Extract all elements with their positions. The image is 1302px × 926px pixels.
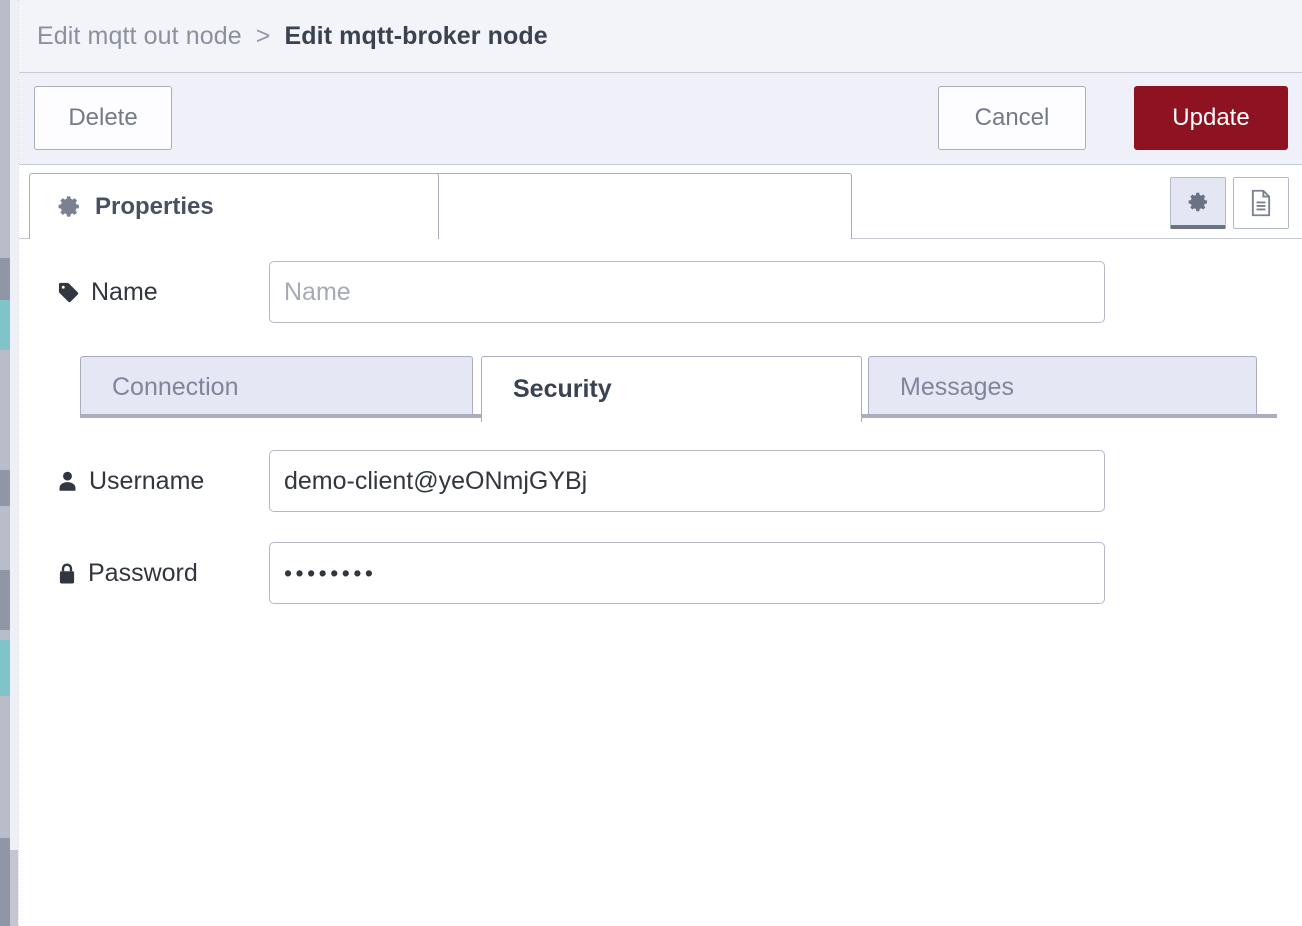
password-label: Password: [57, 559, 269, 588]
name-label: Name: [57, 278, 269, 307]
password-label-text: Password: [88, 558, 198, 587]
delete-button[interactable]: Delete: [34, 86, 172, 150]
palette-node-chip: [0, 570, 10, 630]
palette-node-chip: [0, 838, 10, 926]
tag-icon: [57, 281, 80, 304]
name-label-text: Name: [91, 277, 158, 306]
dialog-toolbar: Delete Cancel Update: [19, 73, 1302, 165]
lock-icon: [57, 562, 77, 585]
form-row-username: Username demo-client@yeONmjGYBj: [57, 450, 1302, 512]
update-button[interactable]: Update: [1134, 86, 1288, 150]
username-label-text: Username: [89, 466, 205, 495]
dialog-header: Edit mqtt out node > Edit mqtt-broker no…: [19, 0, 1302, 73]
palette-edge: [0, 0, 10, 926]
edit-node-dialog: Edit mqtt out node > Edit mqtt-broker no…: [18, 0, 1302, 926]
dialog-body: Name Name Connection Security Messages: [19, 239, 1302, 926]
name-input-placeholder: Name: [284, 277, 351, 306]
palette-gap: [10, 0, 18, 926]
palette-node-chip: [0, 258, 10, 310]
subtab-security[interactable]: Security: [481, 356, 862, 422]
dialog-icon-buttons: [1170, 177, 1289, 229]
gear-icon: [1186, 190, 1210, 214]
tab-filler: [429, 173, 852, 239]
breadcrumb-parent[interactable]: Edit mqtt out node: [37, 21, 242, 50]
user-icon: [57, 470, 78, 493]
tab-properties-label: Properties: [95, 192, 214, 220]
description-icon: [1249, 189, 1273, 217]
form-row-password: Password ••••••••: [57, 542, 1302, 604]
breadcrumb-current: Edit mqtt-broker node: [284, 21, 548, 50]
breadcrumb: Edit mqtt out node > Edit mqtt-broker no…: [37, 22, 548, 51]
name-input[interactable]: Name: [269, 261, 1105, 323]
description-view-button[interactable]: [1233, 177, 1289, 229]
password-input[interactable]: ••••••••: [269, 542, 1105, 604]
properties-view-button[interactable]: [1170, 177, 1226, 229]
palette-node-chip: [0, 470, 10, 506]
palette-node-chip: [0, 300, 10, 350]
palette-node-chip: [0, 640, 10, 696]
subtab-connection[interactable]: Connection: [80, 356, 473, 418]
tab-properties[interactable]: Properties: [29, 173, 439, 239]
subtab-messages[interactable]: Messages: [868, 356, 1257, 418]
cancel-button[interactable]: Cancel: [938, 86, 1086, 150]
dialog-tabstrip: Properties: [19, 165, 1302, 239]
security-subtabs: Connection Security Messages: [80, 356, 1277, 422]
vertical-scrollbar[interactable]: [10, 850, 18, 926]
form-row-name: Name Name: [57, 261, 1302, 323]
username-input[interactable]: demo-client@yeONmjGYBj: [269, 450, 1105, 512]
username-input-value: demo-client@yeONmjGYBj: [284, 466, 588, 495]
username-label: Username: [57, 467, 269, 496]
password-input-value: ••••••••: [284, 559, 377, 586]
gear-icon: [57, 194, 82, 219]
breadcrumb-separator: >: [255, 21, 271, 50]
